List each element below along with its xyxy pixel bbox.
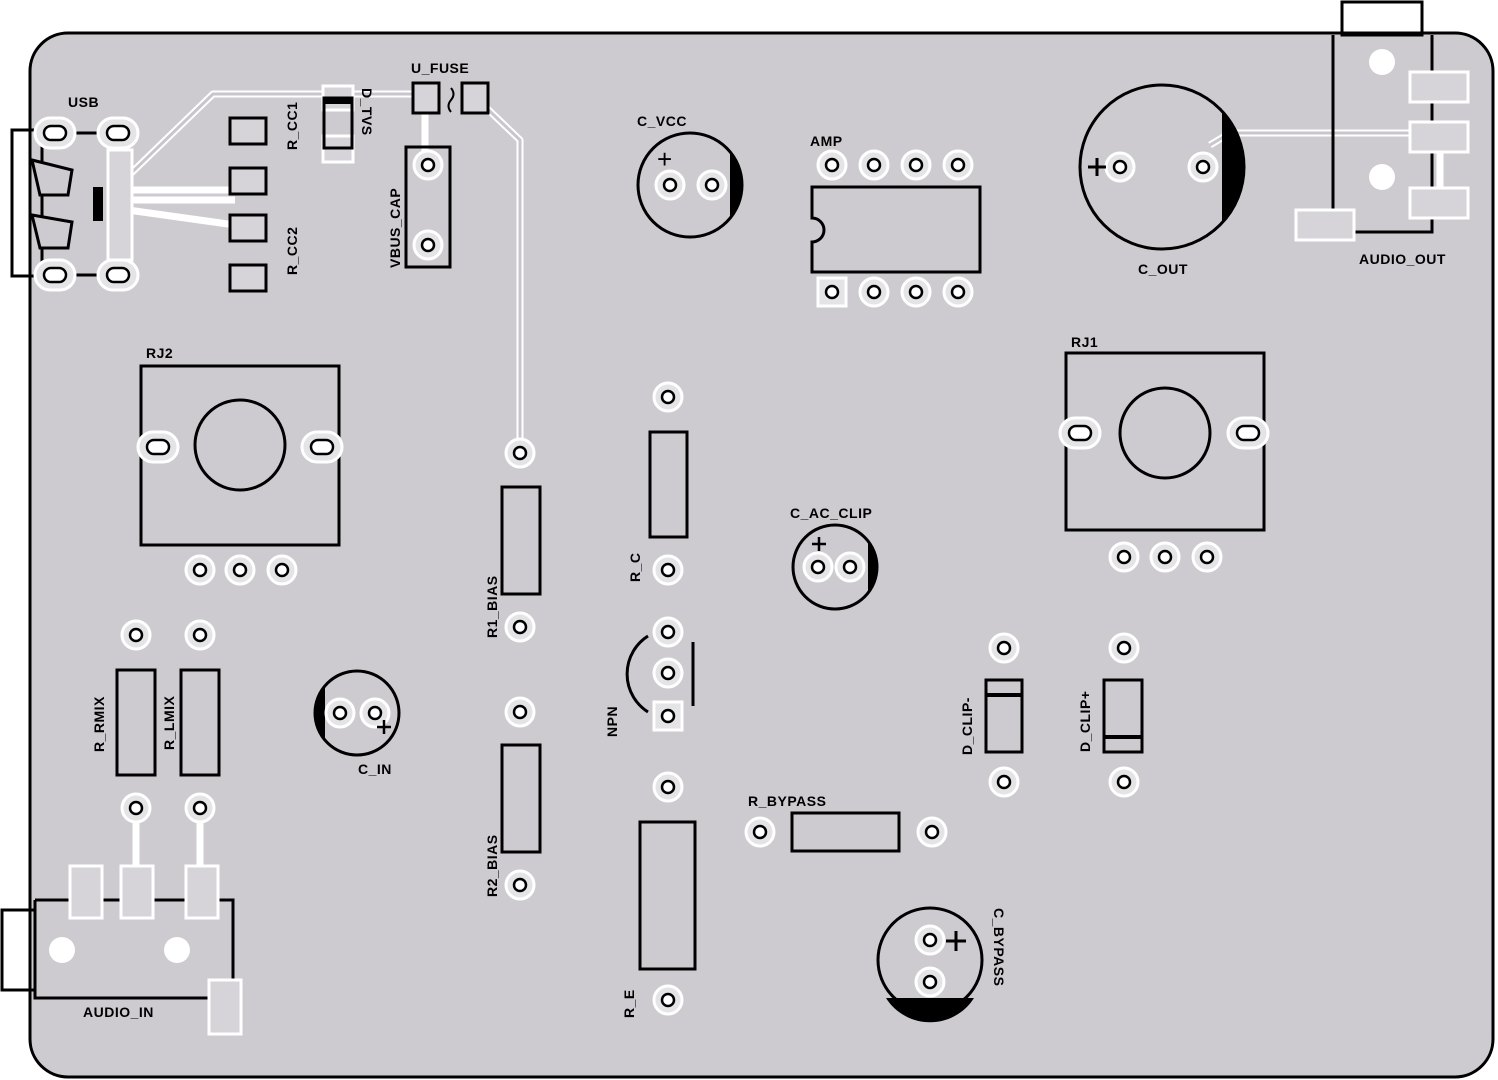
r-bypass: R_BYPASS bbox=[744, 793, 948, 853]
plus-sign: + bbox=[657, 144, 673, 174]
d-clip-minus-label: D_CLIP- bbox=[959, 697, 975, 755]
usb-label: USB bbox=[68, 94, 99, 110]
rj2-label: RJ2 bbox=[146, 345, 173, 361]
r-rmix-label: R_RMIX bbox=[91, 696, 107, 752]
c-vcc-label: C_VCC bbox=[637, 113, 687, 129]
r-c-label: R_C bbox=[627, 552, 643, 582]
npn-label: NPN bbox=[604, 706, 620, 737]
rj2-potentiometer: RJ2 bbox=[136, 345, 344, 586]
r-e: R_E bbox=[621, 771, 697, 1018]
c-in: C_IN bbox=[313, 669, 401, 777]
c-out: C_OUT bbox=[1078, 83, 1246, 277]
r-lmix-label: R_LMIX bbox=[161, 696, 177, 751]
audio-out-jack: AUDIO_OUT bbox=[1294, 0, 1470, 267]
board-outline bbox=[28, 31, 1495, 1079]
r-c: R_C bbox=[627, 381, 689, 586]
r-cc2-label: R_CC2 bbox=[284, 227, 300, 275]
c-bypass-label: C_BYPASS bbox=[991, 908, 1007, 986]
d-tvs: D_TVS bbox=[321, 84, 375, 164]
r-lmix: R_LMIX bbox=[161, 619, 221, 824]
audio-in-label: AUDIO_IN bbox=[83, 1004, 154, 1020]
r-cc2: R_CC2 bbox=[228, 213, 300, 293]
usb-connector: USB bbox=[10, 94, 140, 292]
rj1-potentiometer: RJ1 bbox=[1058, 334, 1270, 573]
audio-in-jack: AUDIO_IN bbox=[0, 864, 243, 1036]
r-e-label: R_E bbox=[621, 989, 637, 1018]
c-ac-clip: C_AC_CLIP bbox=[790, 505, 879, 611]
c-out-label: C_OUT bbox=[1138, 261, 1188, 277]
r1-bias: R1_BIAS bbox=[484, 437, 542, 643]
r-cc1-label: R_CC1 bbox=[284, 102, 300, 150]
c-ac-clip-label: C_AC_CLIP bbox=[790, 505, 872, 521]
d-clip-plus-label: D_CLIP+ bbox=[1077, 691, 1093, 752]
r-bypass-label: R_BYPASS bbox=[748, 793, 826, 809]
c-in-label: C_IN bbox=[358, 761, 392, 777]
vbus-cap: VBUS_CAP bbox=[387, 145, 452, 269]
d-clip-plus: D_CLIP+ bbox=[1077, 632, 1144, 798]
r1-bias-label: R1_BIAS bbox=[484, 575, 500, 638]
u-fuse: U_FUSE bbox=[411, 60, 490, 115]
r2-bias-label: R2_BIAS bbox=[484, 834, 500, 897]
d-clip-minus: D_CLIP- bbox=[959, 632, 1024, 798]
npn-transistor: NPN bbox=[604, 616, 695, 737]
rj1-label: RJ1 bbox=[1071, 334, 1098, 350]
vbus-cap-label: VBUS_CAP bbox=[387, 188, 403, 268]
r-cc1: R_CC1 bbox=[228, 102, 300, 196]
d-tvs-label: D_TVS bbox=[359, 88, 375, 136]
amp-ic: AMP bbox=[810, 133, 982, 308]
audio-out-label: AUDIO_OUT bbox=[1359, 251, 1446, 267]
u-fuse-label: U_FUSE bbox=[411, 60, 469, 76]
r-rmix: R_RMIX bbox=[91, 619, 157, 824]
c-bypass: C_BYPASS bbox=[876, 906, 1007, 1023]
r2-bias: R2_BIAS bbox=[484, 696, 542, 901]
amp-label: AMP bbox=[810, 133, 843, 149]
c-vcc: + C_VCC bbox=[636, 113, 744, 239]
